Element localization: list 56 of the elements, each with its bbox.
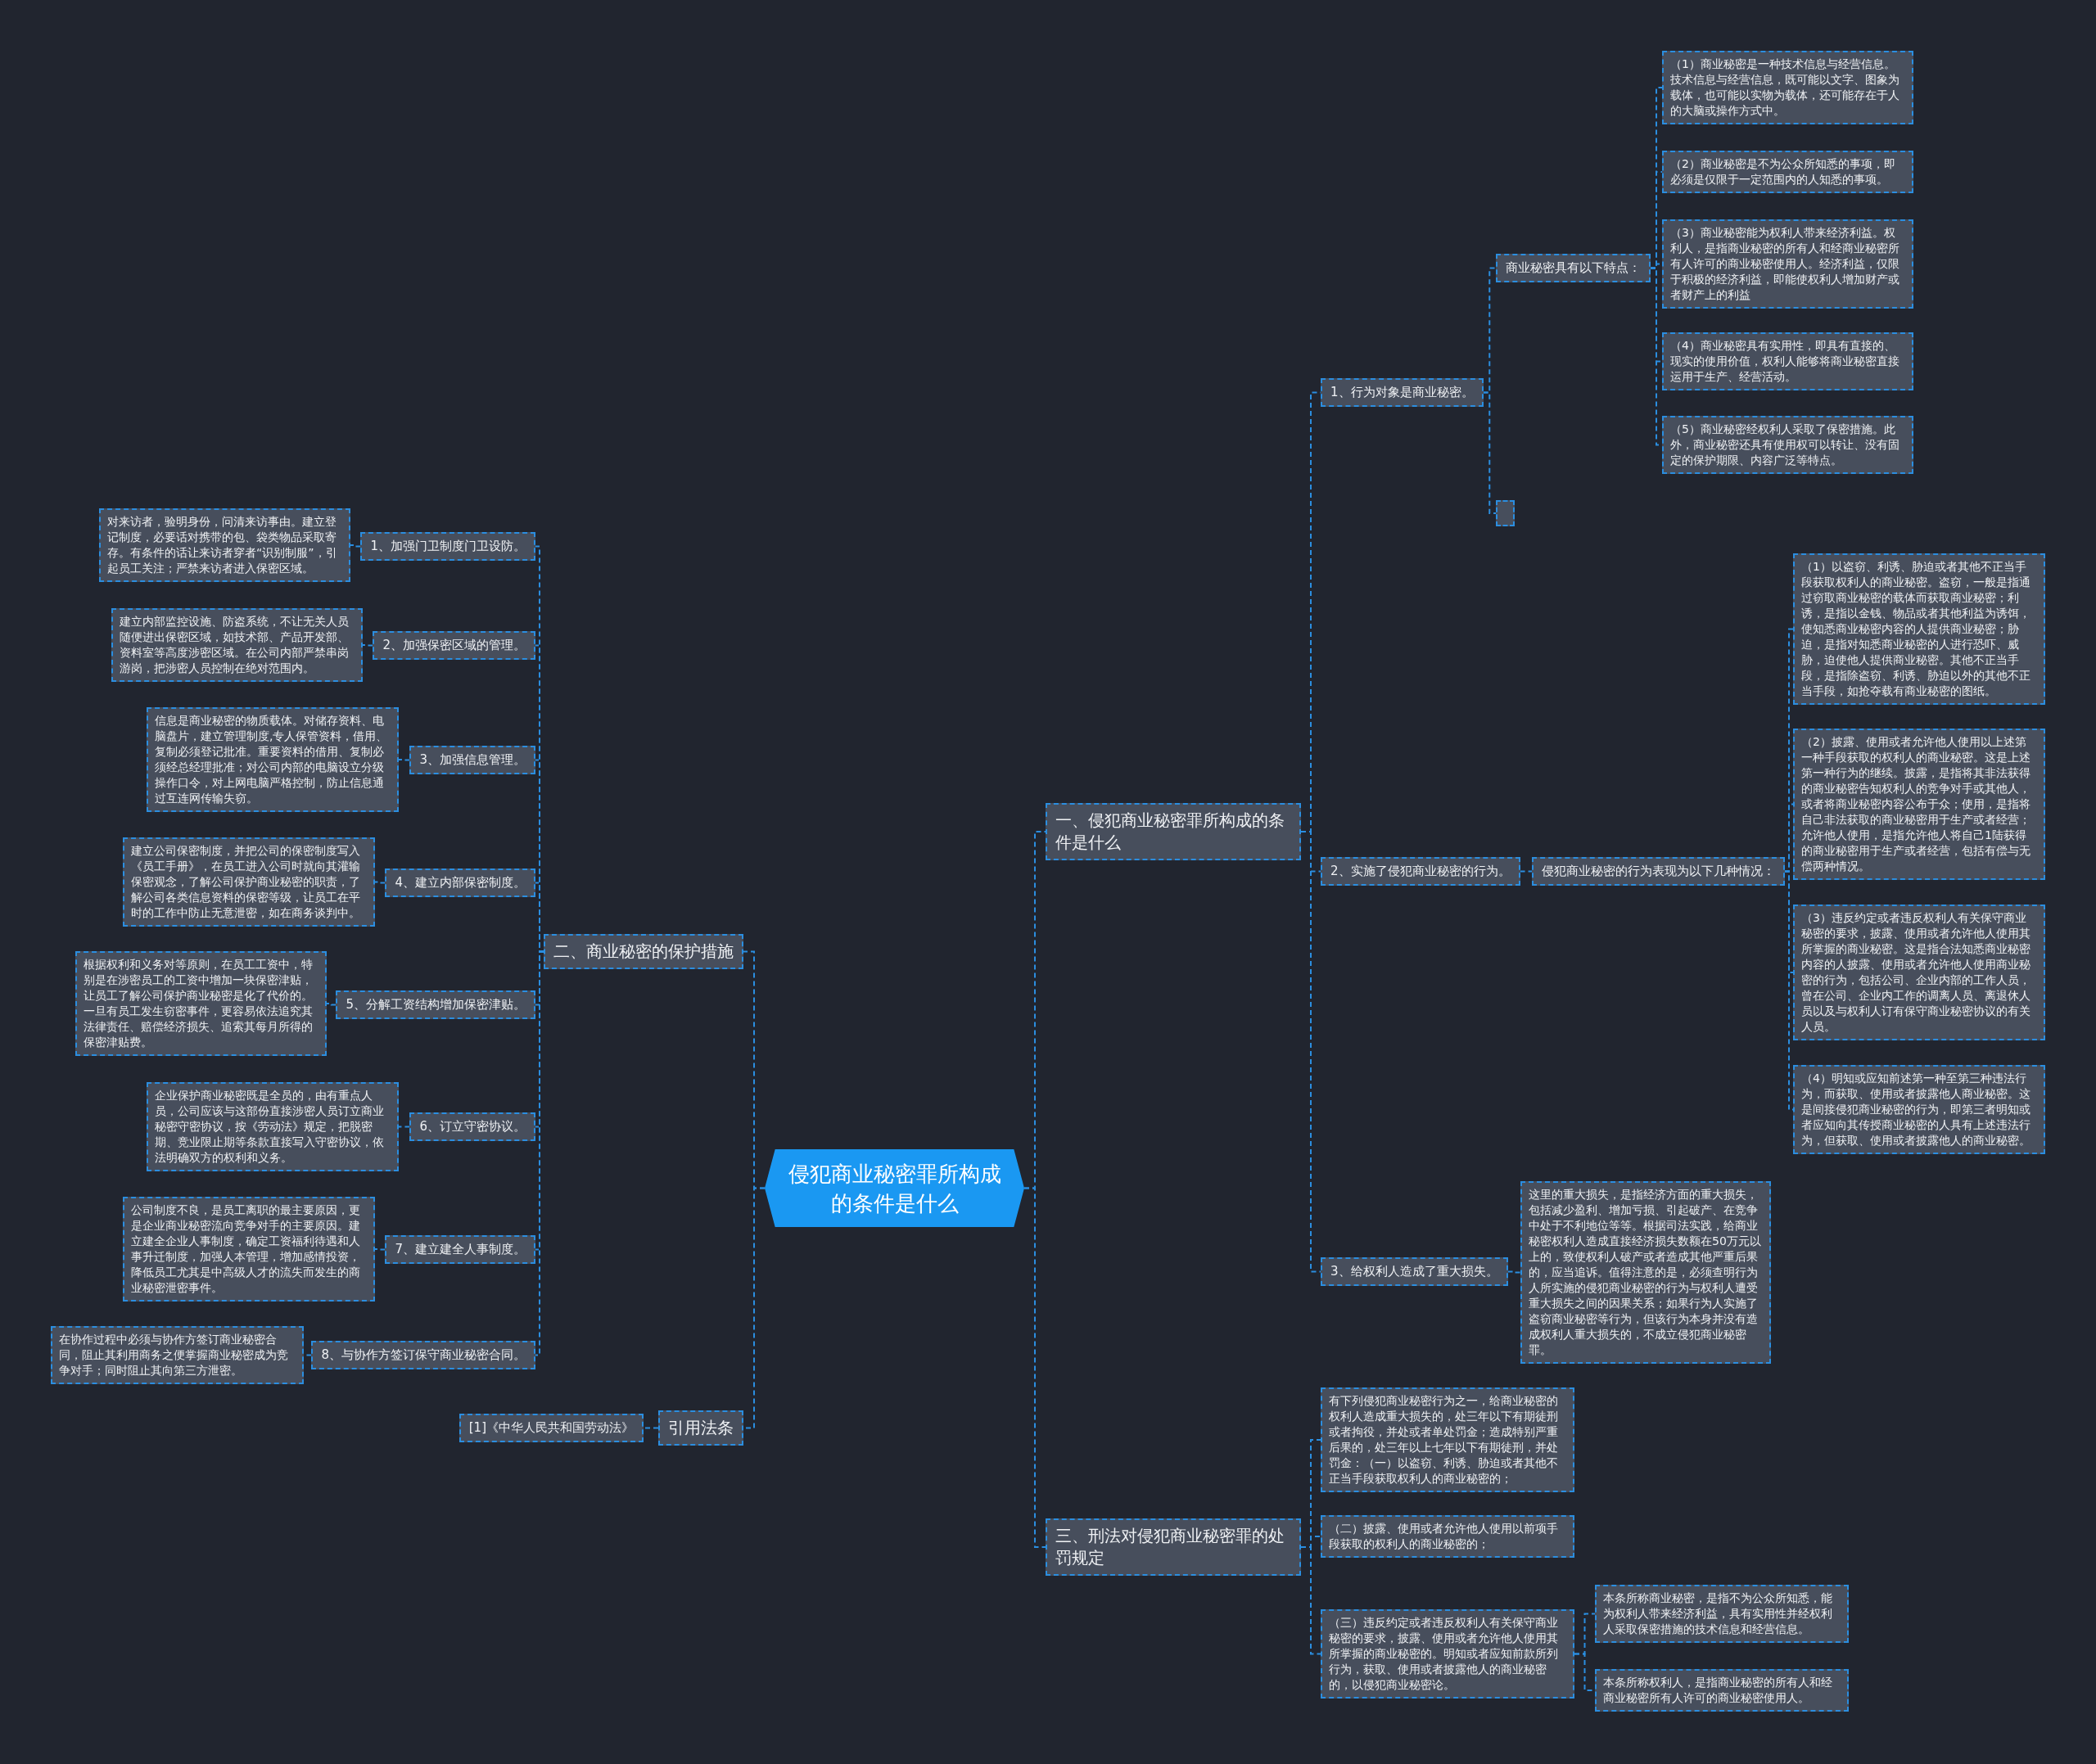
connector (398, 1126, 411, 1128)
topic-box: 8、与协作方签订保守商业秘密合同。 (311, 1341, 535, 1369)
connector (398, 759, 411, 761)
detail-box: （3）商业秘密能为权利人带来经济利益。权利人，是指商业秘密的所有人和经商业秘密所有人许可的商业秘密使用人。经济利益，仅限于积极的经济利益，即能使权利人增加财产或者财产上的利益 (1662, 219, 1913, 309)
topic-box: 商业秘密具有以下特点： (1496, 254, 1651, 282)
topic-box: 3、给权利人造成了重大损失。 (1321, 1257, 1508, 1286)
detail-box: （2）商业秘密是不为公众所知悉的事项，即必须是仅限于一定范围内的人知悉的事项。 (1662, 151, 1913, 193)
detail-box: 建立公司保密制度，并把公司的保密制度写入《员工手册》，在员工进入公司时就向其灌输保密观念，了解公司保护商业秘密的职责，了解公司各类信息资料的保密等级，让员工在平时的工作中防止无意泄密，如在商务谈判中。 (123, 837, 375, 927)
topic-box: 2、加强保密区域的管理。 (373, 631, 535, 660)
connector (1023, 1187, 1046, 1548)
topic-box: 2、实施了侵犯商业秘密的行为。 (1321, 857, 1520, 886)
connector (1519, 870, 1533, 873)
topic-box: [1]《中华人民共和国劳动法》 (458, 1414, 644, 1442)
detail-box: 本条所称权利人，是指商业秘密的所有人和经商业秘密所有人许可的商业秘密使用人。 (1595, 1669, 1849, 1712)
topic-box: 侵犯商业秘密的行为表现为以下几种情况： (1532, 857, 1785, 886)
branch-box: 三、刑法对侵犯商业秘密罪的处罚规定 (1046, 1518, 1301, 1576)
detail-box: 有下列侵犯商业秘密行为之一，给商业秘密的权利人造成重大损失的，处三年以下有期徒刑或者拘役，并处或者单处罚金；造成特别严重后果的，处三年以上七年以下有期徒刑，并处罚金：（一）以盗窃、利诱、胁迫或者其他不正当手段获取权利人的商业秘密的； (1321, 1387, 1574, 1492)
topic-box: 6、订立守密协议。 (409, 1112, 535, 1141)
empty-box (1496, 500, 1515, 526)
topic-box: 3、加强信息管理。 (409, 746, 535, 774)
connector (643, 1427, 659, 1429)
topic-box: 1、行为对象是商业秘密。 (1321, 378, 1484, 407)
connector (1482, 391, 1497, 514)
connector (326, 1003, 337, 1006)
branch-box: 二、商业秘密的保护措施 (544, 934, 743, 969)
detail-box: （1）商业秘密是一种技术信息与经营信息。技术信息与经营信息，既可能以文字、图象为载体，也可能以实物为载体，还可能存在于人的大脑或操作方式中。 (1662, 51, 1913, 124)
detail-box: （4）商业秘密具有实用性，即具有直接的、现实的使用价值，权利人能够将商业秘密直接运用于生产、经营活动。 (1662, 332, 1913, 390)
detail-box: （三）违反约定或者违反权利人有关保守商业秘密的要求，披露、使用或者允许他人使用其所掌握的商业秘密的。明知或者应知前款所列行为，获取、使用或者披露他人的商业秘密的，以侵犯商业秘密论。 (1321, 1609, 1574, 1699)
detail-box: 公司制度不良，是员工离职的最主要原因，更是企业商业秘密流向竞争对手的主要原因。建立建全企业人事制度，确定工资福利待遇和人事升迁制度，加强人本管理，增加感情投资，降低员工尤其是中高级人才的流失而发生的商业秘密泄密事件。 (123, 1197, 375, 1302)
detail-box: （2）披露、使用或者允许他人使用以上述第一种手段获取的权利人的商业秘密。这是上述第一种行为的继续。披露，是指将其非法获得的商业秘密告知权利人的竞争对手或其他人，或者将商业秘密内容公布于众；使用，是指将自己非法获取的商业秘密用于生产或者经营；允许他人使用，是指允许他人将自己1陆获得的商业秘密用于生产或者经营，包括有偿与无偿两种情况。 (1793, 729, 2045, 880)
detail-box: 在协作过程中必须与协作方签订商业秘密合同，阻止其利用商务之便掌握商业秘密成为竞争对手；同时阻止其向第三方泄密。 (51, 1326, 304, 1384)
detail-box: （1）以盗窃、利诱、胁迫或者其他不正当手段获取权利人的商业秘密。盗窃，一般是指通过窃取商业秘密的载体而获取商业秘密；利诱，是指以金钱、物品或者其他利益为诱饵，使知悉商业秘密内容的人提供商业秘密；胁迫，是指对知悉商业秘密的人进行恐吓、威胁，迫使他人提供商业秘密。其他不正当手段，是指除盗窃、利诱、胁迫以外的其他不正当手段，如抢夺载有商业秘密的图纸。 (1793, 553, 2045, 705)
topic-box: 7、建立建全人事制度。 (385, 1235, 535, 1264)
connector (1506, 1270, 1521, 1274)
topic-box: 4、建立内部保密制度。 (385, 868, 535, 897)
branch-box: 引用法条 (658, 1410, 743, 1446)
central-topic: 侵犯商业秘密罪所构成的条件是什么 (765, 1149, 1024, 1227)
connector (374, 881, 386, 884)
topic-box: 1、加强门卫制度门卫设防。 (360, 532, 535, 561)
detail-box: （4）明知或应知前述第一种至第三种违法行为，而获取、使用或者披露他人商业秘密。这是间接侵犯商业秘密的行为，即第三者明知或者应知向其传授商业秘密的人具有上述违法行为，但获取、使用或者披露他人的商业秘密。 (1793, 1065, 2045, 1154)
connector (374, 1248, 386, 1251)
connector (350, 544, 362, 548)
detail-box: （3）违反约定或者违反权利人有关保守商业秘密的要求，披露、使用或者允许他人使用其所掌握的商业秘密。这是指合法知悉商业秘密内容的人披露、使用或者允许他人使用商业秘密的行为，包括公司、企业内部的工作人员，曾在公司、企业内工作的调离人员、离退休人员以及与权利人订有保守商业秘密协议的有关人员。 (1793, 905, 2045, 1040)
branch-box: 一、侵犯商业秘密罪所构成的条件是什么 (1046, 803, 1301, 860)
detail-box: （二）披露、使用或者允许他人使用以前项手段获取的权利人的商业秘密的； (1321, 1515, 1574, 1558)
detail-box: 信息是商业秘密的物质载体。对储存资料、电脑盘片，建立管理制度,专人保管资料，借用、复制必须登记批准。重要资料的借用、复制必须经总经理批准；对公司内部的电脑设立分级操作口令，对上网电脑严格控制，防止信息通过互连网传输失窃。 (147, 707, 399, 812)
connector (362, 644, 374, 647)
detail-box: 根据权利和义务对等原则，在员工工资中，特别是在涉密员工的工资中增加一块保密津贴，让员工了解公司保护商业秘密是化了代价的。一旦有员工发生窃密事件，更容易依法追究其法律责任、赔偿经济损失、追索其每月所得的保密津贴费。 (75, 951, 327, 1056)
detail-box: 企业保护商业秘密既是全员的，由有重点人员，公司应该与这部份直接涉密人员订立商业秘密守密协议，按《劳动法》规定，把脱密期、竞业限止期等条款直接写入守密协议，依法明确双方的权利和义务。 (147, 1082, 399, 1171)
detail-box: 对来访者，验明身份，问清来访事由。建立登记制度，必要话对携带的包、袋类物品采取寄存。有条件的话让来访者穿者“识别制服”，引起员工关注；严禁来访者进入保密区域。 (99, 508, 350, 582)
connector (1300, 1546, 1321, 1655)
detail-box: （5）商业秘密经权利人采取了保密措施。此外，商业秘密还具有使用权可以转让、没有固定的保护期限、内容广泛等特点。 (1662, 416, 1913, 474)
topic-box: 5、分解工资结构增加保密津贴。 (336, 990, 535, 1019)
detail-box: 建立内部监控设施、防盗系统，不让无关人员随便进出保密区域，如技术部、产品开发部、资料室等高度涉密区域。在公司内部严禁串岗游岗，把涉密人员控制在绝对范围内。 (111, 608, 363, 682)
detail-box: 本条所称商业秘密，是指不为公众所知悉，能为权利人带来经济利益，具有实用性并经权利人采取保密措施的技术信息和经营信息。 (1595, 1585, 1849, 1643)
detail-box: 这里的重大损失，是指经济方面的重大损失，包括减少盈利、增加亏损、引起破产、在竞争中处于不利地位等等。根据司法实践，给商业秘密权利人造成直接经济损失数额在50万元以上的，致使权利人破产或者造成其他严重后果的，应当追诉。值得注意的是，必须查明行为人所实施的侵犯商业秘密的行为与权利人遭受重大损失之间的因果关系；如果行为人实施了盗窃商业秘密等行为，但该行为本身并没有造成权利人重大损失的，不成立侵犯商业秘密罪。 (1520, 1181, 1771, 1364)
